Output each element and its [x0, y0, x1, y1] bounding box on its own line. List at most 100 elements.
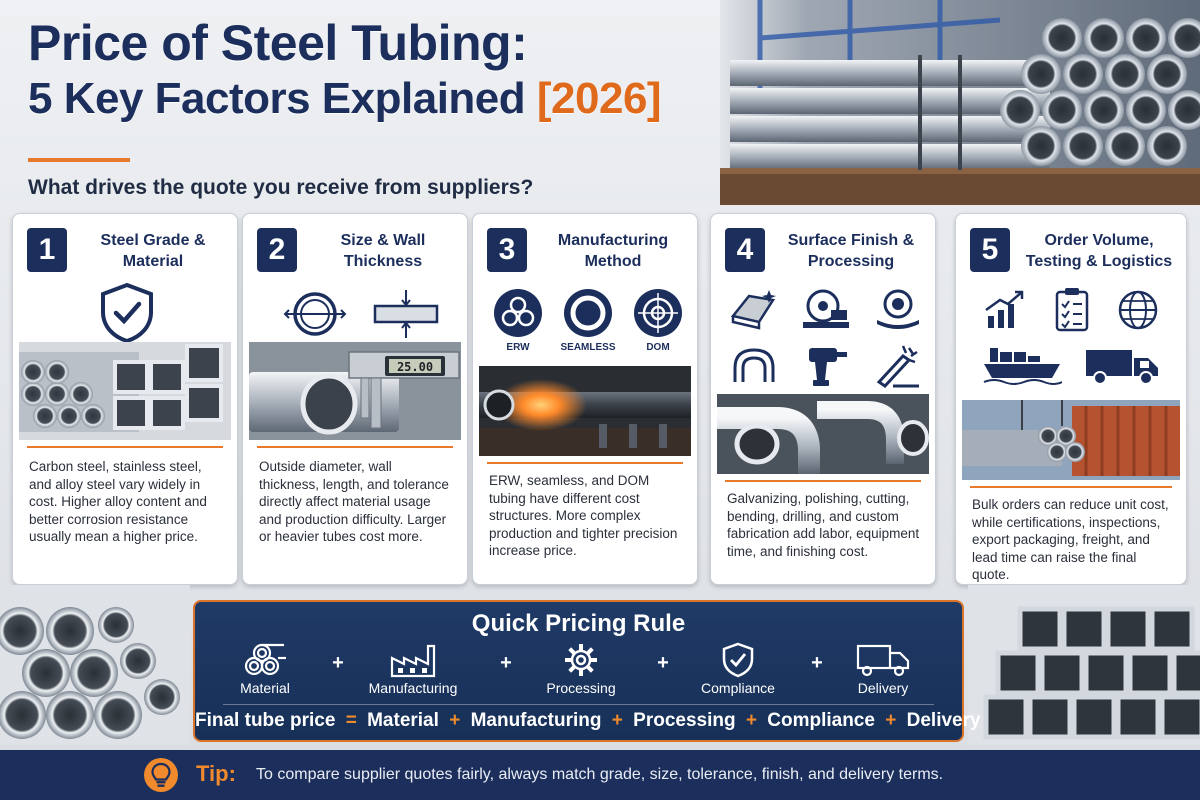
tip-label: Tip:: [196, 761, 236, 786]
tip-text: To compare supplier quotes fairly, alway…: [256, 766, 944, 783]
cargo-ship-icon: [983, 348, 1062, 385]
factor-number: 1: [27, 228, 67, 272]
card-icons: ERW SEAMLESS DOM: [473, 282, 697, 400]
factor-number: 2: [257, 228, 297, 272]
rule-item-material: Material: [205, 642, 325, 702]
factor-title: Surface Finish & Processing: [787, 232, 915, 270]
formula-plus: +: [611, 710, 623, 731]
factor-card-manufacturing: 3 Manufacturing Method ERW SEAMLESS DOM: [472, 213, 698, 585]
card-divider: [487, 462, 683, 464]
lightbulb-icon: [144, 758, 178, 792]
rule-item-manufacturing: Manufacturing: [353, 642, 473, 702]
factor-number: 4: [725, 228, 765, 272]
factor-description: Galvanizing, polishing, cutting, bending…: [727, 491, 920, 559]
card-header: 3 Manufacturing Method: [483, 228, 691, 278]
page-title-line1: Price of Steel Tubing:: [28, 15, 528, 71]
formula-term: Manufacturing: [470, 710, 602, 731]
photo-shipping-container: [962, 400, 1180, 480]
card-header: 2 Size & Wall Thickness: [253, 228, 461, 278]
power-drill-icon: [809, 348, 847, 386]
seamless-icon: [564, 289, 612, 337]
year-tag: [2026]: [536, 74, 662, 123]
rule-item-label: Material: [240, 680, 290, 696]
erw-icon: [494, 289, 542, 337]
formula-plus: +: [885, 710, 897, 731]
card-header: 4 Surface Finish & Processing: [721, 228, 929, 278]
photo-caliper-measuring-tube: 25.00: [249, 342, 461, 440]
pricing-rule-title: Quick Pricing Rule: [471, 610, 686, 637]
seamless-label: SEAMLESS: [560, 342, 616, 353]
pricing-formula: Final tube price = Material + Manufactur…: [195, 710, 981, 732]
rule-item-label: Processing: [546, 680, 616, 696]
pipes-icon: [244, 643, 286, 676]
rule-divider: [223, 704, 934, 705]
card-divider: [725, 480, 921, 482]
page-title-line2: 5 Key Factors Explained [2026]: [28, 72, 748, 126]
plus-sign: +: [332, 652, 344, 674]
factor-description: ERW, seamless, and DOM tubing have diffe…: [489, 473, 678, 558]
factor-card-size-wall: 2 Size & Wall Thickness: [242, 213, 468, 585]
factor-title: Size & Wall Thickness: [340, 232, 426, 270]
rule-item-processing: Processing: [521, 642, 641, 702]
factor-card-steel-grade: 1 Steel Grade & Material: [12, 213, 238, 585]
factor-title: Steel Grade & Material: [100, 232, 206, 270]
title-block: Price of Steel Tubing: 5 Key Factors Exp…: [28, 14, 748, 126]
factor-card-order-volume: 5 Order Volume, Testing & Logistics: [955, 213, 1187, 585]
photo-square-tube-stack: [968, 585, 1200, 745]
card-icons: [243, 282, 467, 400]
erw-label: ERW: [506, 342, 530, 353]
dom-icon: [634, 289, 682, 337]
quick-pricing-rule-panel: Quick Pricing Rule Material + Manufactur…: [193, 600, 981, 742]
checklist-icon: [1055, 288, 1089, 332]
factor-number: 3: [487, 228, 527, 272]
growth-chart-icon: [985, 290, 1024, 328]
formula-term: Delivery: [906, 710, 981, 731]
factor-description: Outside diameter, wall thickness, length…: [259, 459, 449, 544]
factor-number: 5: [970, 228, 1010, 272]
card-divider: [257, 446, 453, 448]
shield-check-icon: [101, 282, 153, 344]
rule-item-label: Manufacturing: [368, 680, 458, 696]
rule-item-delivery: Delivery: [823, 642, 943, 702]
card-icons: [956, 282, 1186, 400]
formula-equals: =: [345, 710, 357, 731]
formula-lhs: Final tube price: [195, 710, 336, 731]
bend-icon: [733, 348, 775, 382]
plus-sign: +: [657, 652, 669, 674]
card-icons: [711, 282, 935, 400]
photo-round-tube-stack: [0, 585, 190, 745]
dom-label: DOM: [646, 342, 670, 353]
factor-card-surface-finish: 4 Surface Finish & Processing: [710, 213, 936, 585]
factor-title: Order Volume, Testing & Logistics: [1025, 232, 1173, 270]
card-divider: [27, 446, 223, 448]
formula-plus: +: [449, 710, 461, 731]
rule-item-label: Delivery: [857, 680, 909, 696]
hero-photo-pipe-bundle: [720, 0, 1200, 205]
formula-plus: +: [745, 710, 757, 731]
formula-term: Compliance: [767, 710, 875, 731]
factor-title: Manufacturing Method: [557, 232, 669, 270]
welding-torch-icon: [876, 345, 919, 388]
diameter-icon: [283, 292, 347, 336]
gear-icon: [565, 644, 597, 676]
rule-item-label: Compliance: [701, 680, 775, 696]
polish-sheet-icon: [730, 290, 776, 330]
tip-bar: [0, 750, 1200, 800]
card-header: 5 Order Volume, Testing & Logistics: [966, 228, 1180, 278]
photo-square-and-round-tubes: [19, 342, 231, 440]
photo-hot-tube-production: [479, 366, 691, 456]
rule-item-compliance: Compliance: [678, 642, 798, 702]
card-icons: [13, 282, 237, 400]
card-divider: [970, 486, 1172, 488]
page-title-line2-text: 5 Key Factors Explained: [28, 74, 526, 123]
subtitle: What drives the quote you receive from s…: [28, 176, 534, 199]
cutting-saw-icon: [803, 289, 849, 328]
factory-icon: [390, 644, 436, 678]
photo-bent-polished-tubes: [717, 394, 929, 474]
factor-description: Bulk orders can reduce unit cost, while …: [972, 497, 1169, 582]
delivery-truck-icon: [1086, 350, 1158, 385]
plus-sign: +: [811, 652, 823, 674]
drill-tube-icon: [877, 289, 919, 329]
title-underline: [28, 158, 130, 162]
shield-check-icon: [722, 642, 754, 678]
